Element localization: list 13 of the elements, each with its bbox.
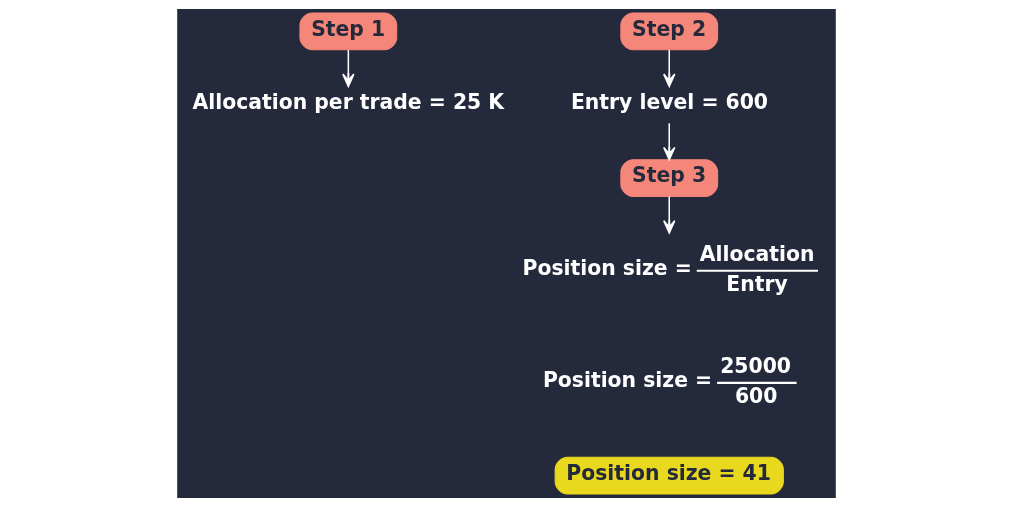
label: 600 [734,383,777,408]
label: 25000 [719,353,791,378]
node-box: Position size = 41 [554,456,784,494]
node-text: Allocation per trade = 25 K [191,89,504,114]
node-box: Step 2 [619,12,718,50]
arrow [341,48,355,87]
label: Position size = [542,367,712,392]
arrow [662,195,675,234]
node-text: Entry level = 600 [570,89,768,114]
node-box: Step 1 [298,12,397,50]
node-box: Step 3 [619,158,718,197]
arrow [662,122,675,160]
arrow [662,48,675,87]
